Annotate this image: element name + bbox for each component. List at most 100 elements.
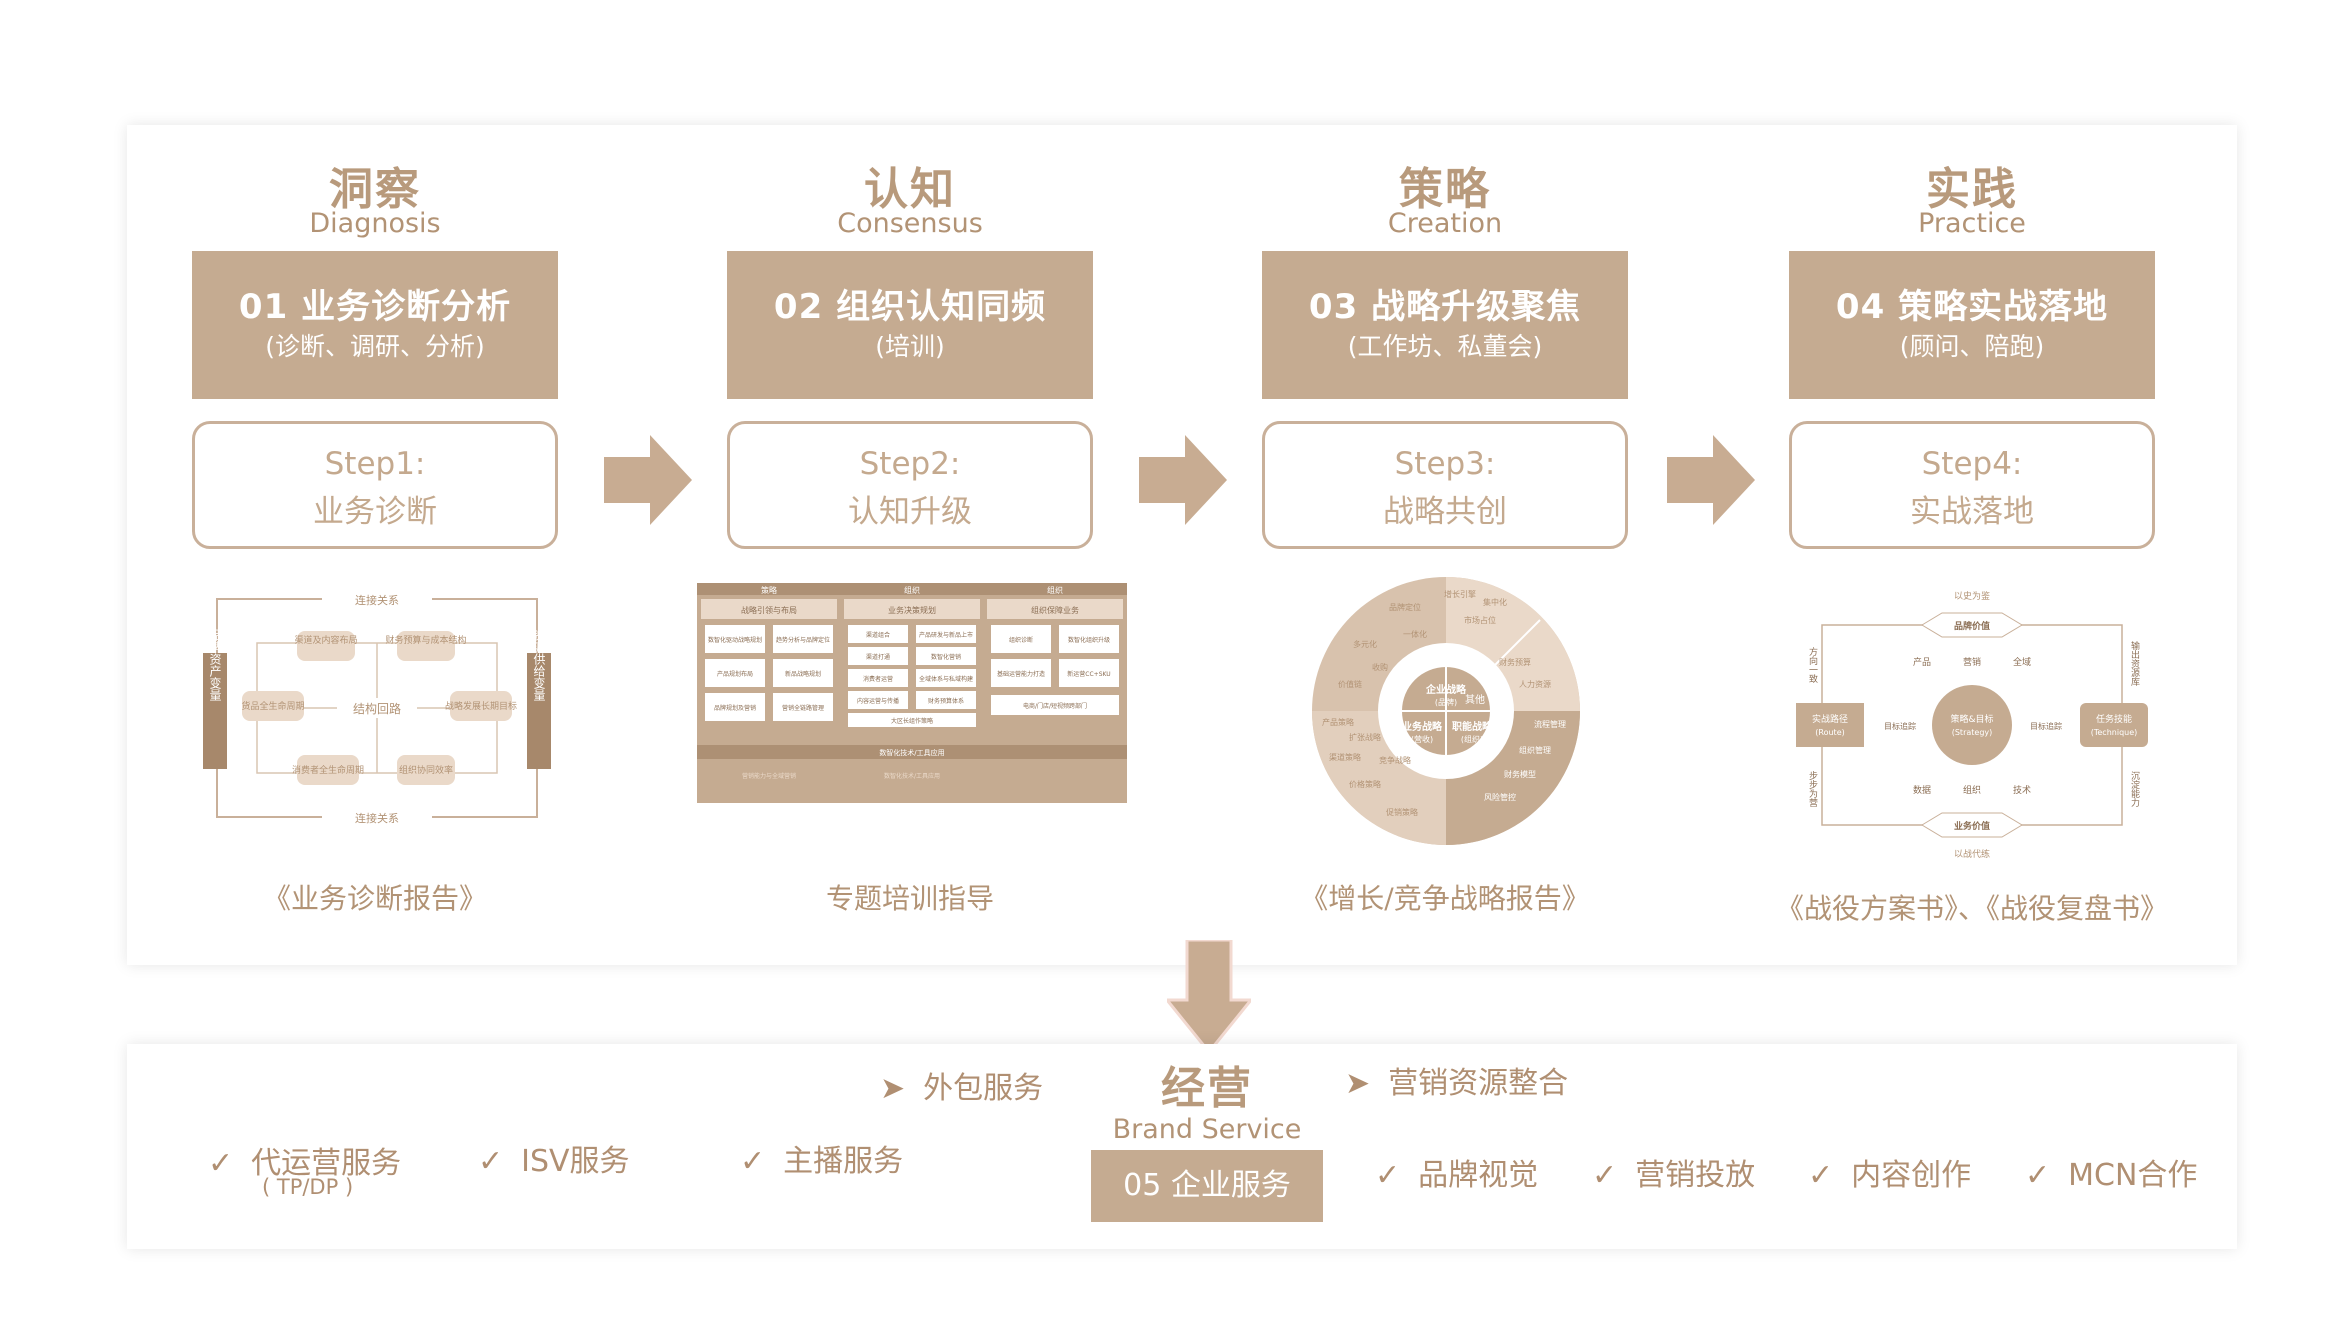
thumb-row-header: 组织保障业务 [1031,605,1079,615]
step-deliverable-caption: 《增长/竞争战略报告》 [1300,882,1590,915]
step-outline-box: Step2: 认知升级 [727,421,1093,549]
thumb-left-vertical-label: 品牌资产变量 [208,629,222,701]
thumb-node: 渠道及内容布局 [294,634,357,646]
wheel-outer-label: 组织管理 [1519,745,1551,755]
check-icon: ✓ [478,1144,504,1179]
thumb-cell: 品牌规划及营销 [714,704,756,712]
thumb-node: 组织协同效率 [399,764,453,776]
step-outline-box: Step1: 业务诊断 [192,421,558,549]
step-number-label: Step3: [1394,446,1496,482]
service-item: ✓内容创作 [1808,1158,1972,1193]
right-arrow-icon [1139,435,1227,525]
thumb-node: 战略发展长期目标 [445,700,517,712]
wheel-outer-label: 多元化 [1353,639,1377,649]
battle-right-vertical: 沉淀能力 [2129,771,2140,808]
step-title-en: Consensus [837,208,983,239]
thumb-cell: 产品规划布局 [717,670,753,678]
arrow-bullet-icon: ➤ [880,1071,906,1106]
wheel-outer-label: 流程管理 [1534,719,1566,729]
battle-right-arrow-label: 目标追踪 [2030,721,2062,731]
service-item: ✓营销投放 [1592,1158,1756,1193]
battle-left-box-label: (Route) [1815,728,1844,737]
service-item: ✓ISV服务 [478,1144,630,1179]
thumb-cell: 电商/门店/短视频跨部门 [1023,702,1087,710]
check-icon: ✓ [740,1144,766,1179]
step-outline-box: Step3: 战略共创 [1262,421,1628,549]
wheel-outer-label: 市场占位 [1464,615,1496,625]
thumb-node: 消费者全生命周期 [292,764,364,776]
thumb-cell: 大区长组作策略 [891,717,933,725]
thumb-cell: 新品战略规划 [785,670,821,678]
wheel-center-label: 其他 [1465,693,1485,706]
step-title-cn: 策略 [1399,164,1491,215]
step-header-main: 01 业务诊断分析 [238,287,512,327]
step-desc-label: 战略共创 [1383,494,1507,530]
step-number-label: Step4: [1921,446,2023,482]
wheel-mid-label: 业务战略 [1402,720,1443,733]
battle-top-label: 以史为鉴 [1954,590,1990,602]
brand-title-cn: 经营 [1161,1063,1253,1114]
thumb-row-header: 业务决策规划 [888,605,936,615]
step-header-sub: (培训) [875,332,945,361]
service-item: ✓MCN合作 [2025,1158,2198,1193]
step-number-label: Step1: [324,446,426,482]
down-arrow-icon [1167,940,1251,1052]
check-icon: ✓ [1375,1158,1401,1193]
service-item: ✓主播服务 [740,1144,904,1179]
process-panel: 洞察 Diagnosis 01 业务诊断分析 (诊断、调研、分析) Step1:… [127,125,2237,965]
thumb-cell: 数智化营销 [931,653,961,661]
thumb-cell: 组织诊断 [1009,636,1033,644]
thumb-cell: 数智化组织升级 [1068,636,1110,644]
arrow-bullet-icon: ➤ [1345,1066,1371,1101]
service-item: ✓品牌视觉 [1375,1158,1539,1193]
wheel-outer-label: 价值链 [1338,679,1362,689]
wheel-center-label: (品牌) [1435,697,1457,707]
wheel-outer-label: 人力资源 [1519,679,1551,689]
thumb-footer-row: 数智化技术/工具应用 [879,748,944,757]
thumb-cell: 全域体系与私域构建 [919,675,973,683]
battle-bottom-item: 组织 [1963,784,1981,796]
thumb-cell: 财务预算体系 [928,697,964,705]
thumb-bottom-label: 连接关系 [355,811,399,825]
wheel-mid-label: 职能战略 [1452,720,1493,733]
step-title-cn: 认知 [864,164,956,215]
check-icon: ✓ [2025,1158,2051,1193]
thumb-col-header: 组织 [904,585,920,595]
step-header-box: 02 组织认知同频 (培训) [727,251,1093,399]
battle-brand-value: 品牌价值 [1954,620,1990,632]
step-number-label: Step2: [859,446,961,482]
thumb-cell: 趋势分析与品牌定位 [776,636,830,644]
service-item: ✓代运营服务 [208,1146,402,1181]
battle-top-item: 全域 [2013,656,2031,668]
battle-right-box-label: (Technique) [2091,728,2138,737]
training-table-thumbnail: 策略 组织 组织 战略引领与布局 业务决策规划 组织保障业务 数智化驱动战略规划… [697,583,1127,807]
wheel-outer-label: 价格策略 [1349,779,1381,789]
step-deliverable-caption: 《业务诊断报告》 [262,882,487,915]
thumb-right-vertical-label: 资源供给变量 [532,629,546,701]
outsourcing-service-label: ➤外包服务 [880,1071,1044,1106]
wheel-outer-label: 收购 [1372,662,1388,672]
brand-title-en: Brand Service [1112,1114,1302,1145]
thumb-node: 财务预算与成本结构 [385,634,466,646]
battle-plan-diagram-thumbnail: 以史为鉴 品牌价值 产品 营销 全域 策略&目标 (Strategy) 实战路径… [1782,585,2162,869]
battle-center-main: 策略&目标 [1950,713,1993,725]
battle-bottom-item: 技术 [2013,784,2031,796]
battle-center-sub: (Strategy) [1952,728,1993,737]
step-outline-box: Step4: 实战落地 [1789,421,2155,549]
check-icon: ✓ [1592,1158,1618,1193]
check-icon: ✓ [208,1146,234,1181]
step-header-sub: (诊断、调研、分析) [265,332,485,361]
step-header-main: 03 战略升级聚焦 [1308,287,1582,327]
thumb-col-header: 组织 [1047,585,1063,595]
step-title-cn: 实践 [1926,164,2018,215]
wheel-mid-label: (组织) [1461,734,1483,744]
wheel-outer-label: 财务模型 [1504,769,1536,779]
step-desc-label: 业务诊断 [313,494,437,530]
right-arrow-icon [1667,435,1755,525]
step-title-en: Diagnosis [309,208,441,239]
wheel-mid-label: (营收) [1411,734,1433,744]
strategy-wheel-thumbnail: 企业战略 (品牌) 其他 业务战略 (营收) 职能战略 (组织) 增长引擎 集中… [1310,575,1582,851]
thumb-node: 货品全生命周期 [241,700,304,712]
wheel-outer-label: 促销策略 [1386,807,1418,817]
step-header-box: 03 战略升级聚焦 (工作坊、私董会) [1262,251,1628,399]
